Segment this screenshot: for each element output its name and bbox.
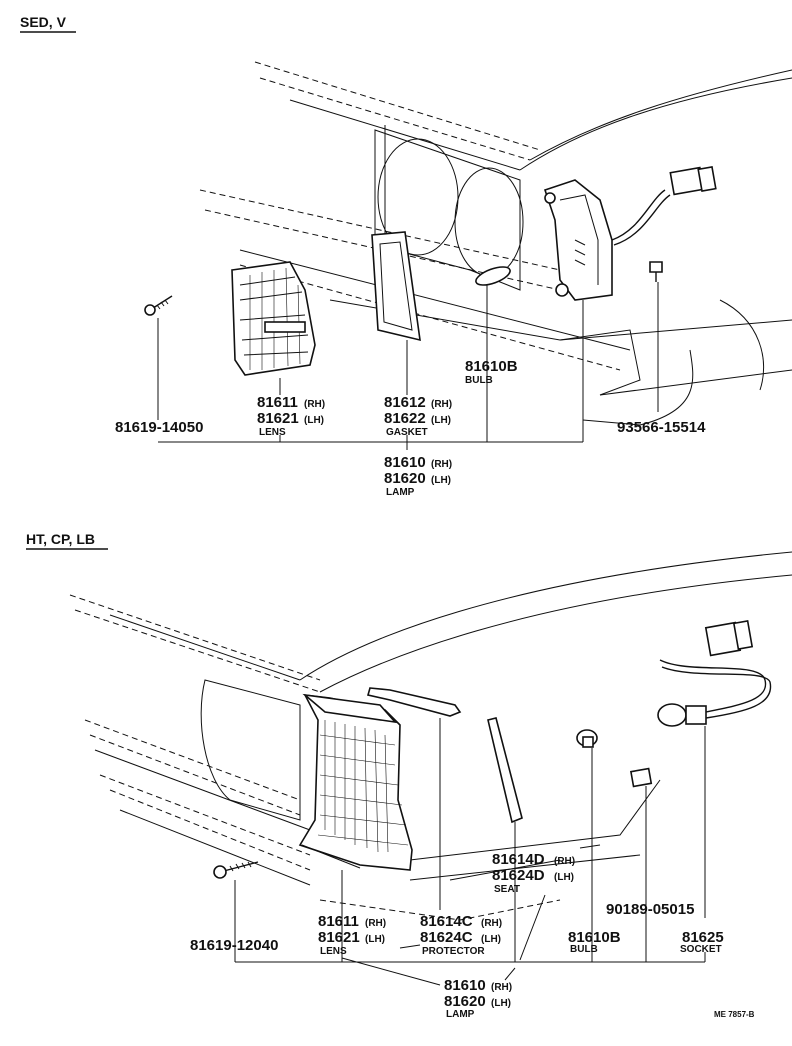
sed-lamp-lh-tag: (LH) [431,475,451,486]
sed-gasket [371,231,421,342]
ht-protector-rh-tag: (RH) [481,918,502,929]
ht-lens-name: LENS [320,946,347,957]
ht-bulb-name: BULB [570,944,598,955]
ht-protector-rh-no: 81614C [420,913,473,930]
ht-bulb [576,729,598,748]
sed-lens-lh-tag: (LH) [304,415,324,426]
ht-seat-lh-no: 81624D [492,867,545,884]
ht-seat-rh-tag: (RH) [554,856,575,867]
sed-screw [144,295,173,316]
sed-gasket-lh-no: 81622 [384,410,426,427]
ht-protector-lh-no: 81624C [420,929,473,946]
sed-lamp-lh-no: 81620 [384,470,426,487]
sed-lamp-rh-tag: (RH) [431,459,452,470]
ht-lens-rh-no: 81611 [318,913,359,930]
sed-bulb [475,266,511,286]
ht-lens-rh-tag: (RH) [365,918,386,929]
ht-lens [298,693,413,871]
ht-bulb-part-no: 81610B [568,929,621,946]
ht-lamp-lh-tag: (LH) [491,998,511,1009]
sed-bulb-part-no: 81610B [465,358,518,375]
headlight-right [454,167,524,277]
ht-screw [213,861,259,879]
sed-lamp-name: LAMP [386,487,415,498]
ht-lamp-rh-no: 81610 [444,977,486,994]
ht-nut [629,767,653,788]
sed-lens-name: LENS [259,427,286,438]
sed-clip [649,261,663,282]
section-title-ht: HT, CP, LB [26,531,95,547]
ht-protector [366,687,462,717]
ht-lens-lh-no: 81621 [318,929,360,946]
ht-protector-lh-tag: (LH) [481,934,501,945]
sed-lens-rh-tag: (RH) [304,399,325,410]
footer-code: ME 7857-B [714,1010,755,1019]
ht-car-body [69,551,792,921]
ht-lamp-name: LAMP [446,1009,475,1020]
ht-seat-lh-tag: (LH) [554,872,574,883]
ht-lamp-lh-no: 81620 [444,993,486,1010]
ht-seat-name: SEAT [494,884,520,895]
sed-clip-part-no: 93566-15514 [617,419,706,436]
headlight-left [377,138,459,256]
ht-seat [487,717,523,824]
sed-leaders [157,282,694,450]
sed-gasket-rh-no: 81612 [384,394,426,411]
sed-lens [231,261,316,376]
section-title-sed: SED, V [20,14,67,30]
sed-lamp-housing [543,166,717,301]
ht-socket-part-no: 81625 [682,929,724,946]
sed-gasket-lh-tag: (LH) [431,415,451,426]
ht-socket [657,620,772,727]
sed-gasket-name: GASKET [386,427,428,438]
sed-car-body [199,61,792,396]
sed-lens-lh-no: 81621 [257,410,299,427]
sed-lamp-rh-no: 81610 [384,454,426,471]
sed-screw-part-no: 81619-14050 [115,419,203,436]
ht-seat-rh-no: 81614D [492,851,545,868]
ht-lens-lh-tag: (LH) [365,934,385,945]
sed-lens-rh-no: 81611 [257,394,298,411]
ht-lamp-rh-tag: (RH) [491,982,512,993]
ht-screw-part-no: 81619-12040 [190,937,278,954]
ht-socket-name: SOCKET [680,944,722,955]
ht-nut-part-no: 90189-05015 [606,901,694,918]
ht-protector-name: PROTECTOR [422,946,485,957]
sed-bulb-name: BULB [465,375,493,386]
sed-gasket-rh-tag: (RH) [431,399,452,410]
ht-leaders [234,718,706,986]
